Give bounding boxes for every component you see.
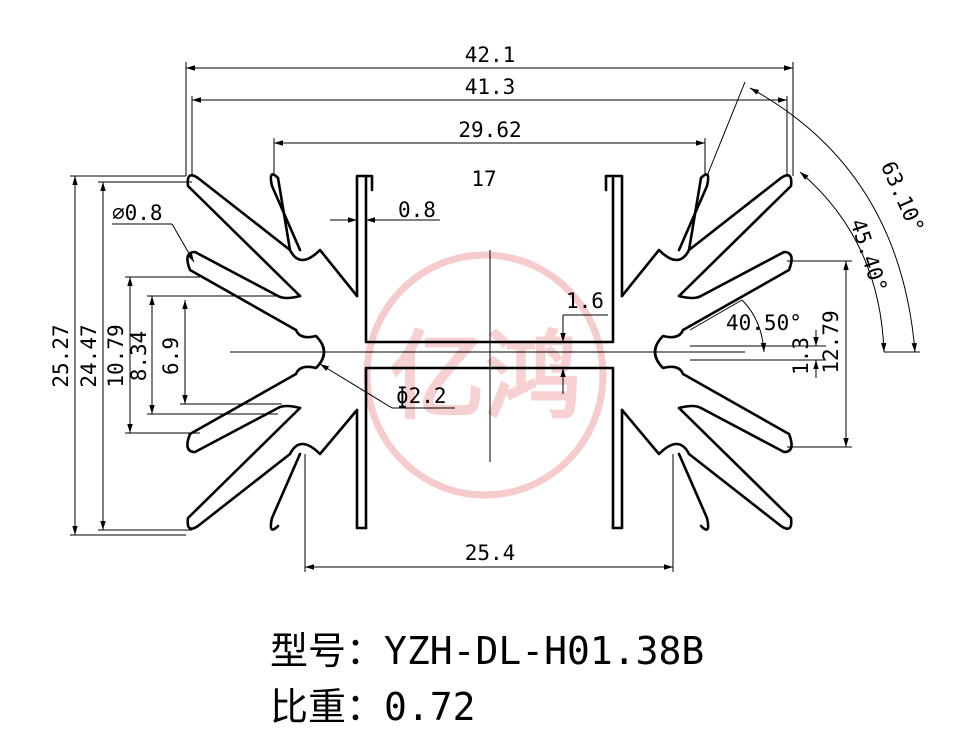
dim-fin-tip-diameter: ⌀0.8 (112, 201, 163, 225)
center-lines (230, 250, 745, 462)
dim-inner-width: 41.3 (465, 75, 516, 99)
dim-overall-width: 42.1 (465, 43, 516, 67)
dim-angle-63-10: 63.10° (876, 158, 929, 237)
weight-line: 比重：0.72 (270, 676, 476, 731)
model-value: YZH-DL-H01.38B (384, 629, 705, 673)
dim-overall-height: 25.27 (49, 324, 73, 387)
weight-value: 0.72 (384, 685, 476, 729)
dim-angle-45-40: 45.40° (846, 216, 892, 296)
weight-label: 比重： (270, 685, 385, 729)
dimension-lines (70, 62, 920, 572)
watermark-text: 亿鸿 (389, 321, 581, 433)
dim-height-6-9: 6.9 (159, 337, 183, 375)
dim-root-diameter: ɸ2.2 (396, 384, 447, 408)
dim-fin-span: 29.62 (458, 118, 521, 142)
dim-web-thickness: 1.6 (566, 289, 604, 313)
dim-height-12-79: 12.79 (819, 310, 843, 373)
dim-angle-40-50: 40.50° (726, 311, 802, 335)
watermark-logo: 亿鸿 (363, 251, 607, 499)
dim-height-1-3: 1.3 (789, 337, 813, 375)
dim-height-8-34: 8.34 (127, 331, 151, 382)
heatsink-outline (186, 173, 793, 531)
model-line: 型号：YZH-DL-H01.38B (270, 620, 704, 675)
dim-base-width: 25.4 (465, 541, 516, 565)
dim-inner-height: 24.47 (77, 324, 101, 387)
dim-center-gap: 17 (471, 167, 496, 191)
model-label: 型号： (270, 629, 385, 673)
dim-fin-thickness: 0.8 (398, 198, 436, 222)
dim-height-10-79: 10.79 (104, 324, 128, 387)
